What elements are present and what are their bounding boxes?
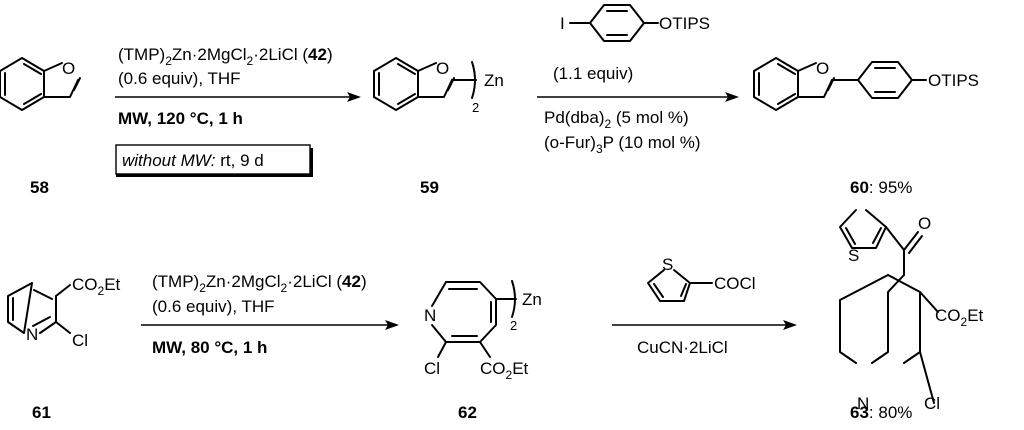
aryl-iodide-reagent: I OTIPS (560, 4, 710, 42)
arrow3-condition: MW, 80 °C, 1 h (152, 338, 267, 357)
atom-N-62: N (424, 306, 436, 325)
ester-61: CO2Et (72, 275, 121, 298)
atom-S-reagent: S (662, 255, 673, 274)
arrow1-condition: MW, 120 °C, 1 h (118, 109, 243, 128)
ester-62: CO2Et (480, 359, 529, 382)
reaction-arrow-2 (537, 92, 739, 102)
arrow3-equiv: (0.6 equiv), THF (152, 297, 275, 316)
cocl-reagent: COCl (714, 274, 756, 293)
subscript-2-62: 2 (510, 318, 517, 333)
zinc-label-59: Zn (484, 71, 504, 90)
compound-58-structure: O (0, 57, 81, 111)
arrow2-equiv: (1.1 equiv) (553, 64, 633, 83)
compound-63-structure: S O N Cl CO2Et (839, 209, 984, 413)
reaction-arrow-4 (612, 320, 797, 330)
arrow4-additive: CuCN·2LiCl (637, 338, 728, 357)
compound-62-structure: N Cl CO2Et Zn 2 (424, 280, 542, 382)
atom-S-63: S (848, 246, 859, 265)
without-mw-box: without MW: rt, 9 d (115, 144, 313, 177)
compound-number-59: 59 (420, 178, 439, 197)
arrow3-reagent: (TMP)2Zn·2MgCl2·2LiCl (42) (152, 272, 367, 295)
subscript-2-59: 2 (472, 100, 479, 115)
chloro-63: Cl (924, 394, 940, 413)
arrow2-ligand: (o-Fur)3P (10 mol %) (544, 133, 701, 156)
svg-text:without MW: rt, 9 d: without MW: rt, 9 d (122, 151, 264, 170)
ester-63: CO2Et (935, 306, 984, 329)
chloro-61: Cl (72, 331, 88, 350)
reaction-arrow-1 (115, 92, 361, 102)
compound-number-58: 58 (30, 178, 49, 197)
compound-number-61: 61 (32, 403, 51, 422)
compound-59-structure: O Zn 2 (373, 57, 504, 115)
otips-reagent: OTIPS (659, 14, 710, 33)
arrow2-catalyst: Pd(dba)2 (5 mol %) (544, 108, 689, 131)
atom-O-60: O (816, 59, 829, 78)
compound-number-62: 62 (458, 403, 477, 422)
otips-60: OTIPS (928, 71, 979, 90)
compound-60-structure: O OTIPS (753, 57, 979, 111)
atom-N-63: N (857, 394, 869, 413)
compound-63-label: 63: 80% (850, 403, 912, 422)
atom-O-59: O (436, 59, 449, 78)
zinc-label-62: Zn (522, 290, 542, 309)
atom-I: I (560, 14, 565, 33)
arrow1-equiv: (0.6 equiv), THF (118, 69, 241, 88)
thiophene-acid-chloride-reagent: S COCl (647, 255, 756, 302)
reaction-arrow-3 (141, 320, 399, 330)
atom-O-63: O (918, 214, 931, 233)
arrow1-reagent: (TMP)2Zn·2MgCl2·2LiCl (42) (118, 45, 333, 68)
chloro-62: Cl (424, 359, 440, 378)
atom-O-58: O (62, 59, 75, 78)
compound-61-structure: N Cl CO2Et (7, 275, 121, 350)
compound-60-label: 60: 95% (850, 178, 912, 197)
atom-N-61: N (26, 325, 38, 344)
